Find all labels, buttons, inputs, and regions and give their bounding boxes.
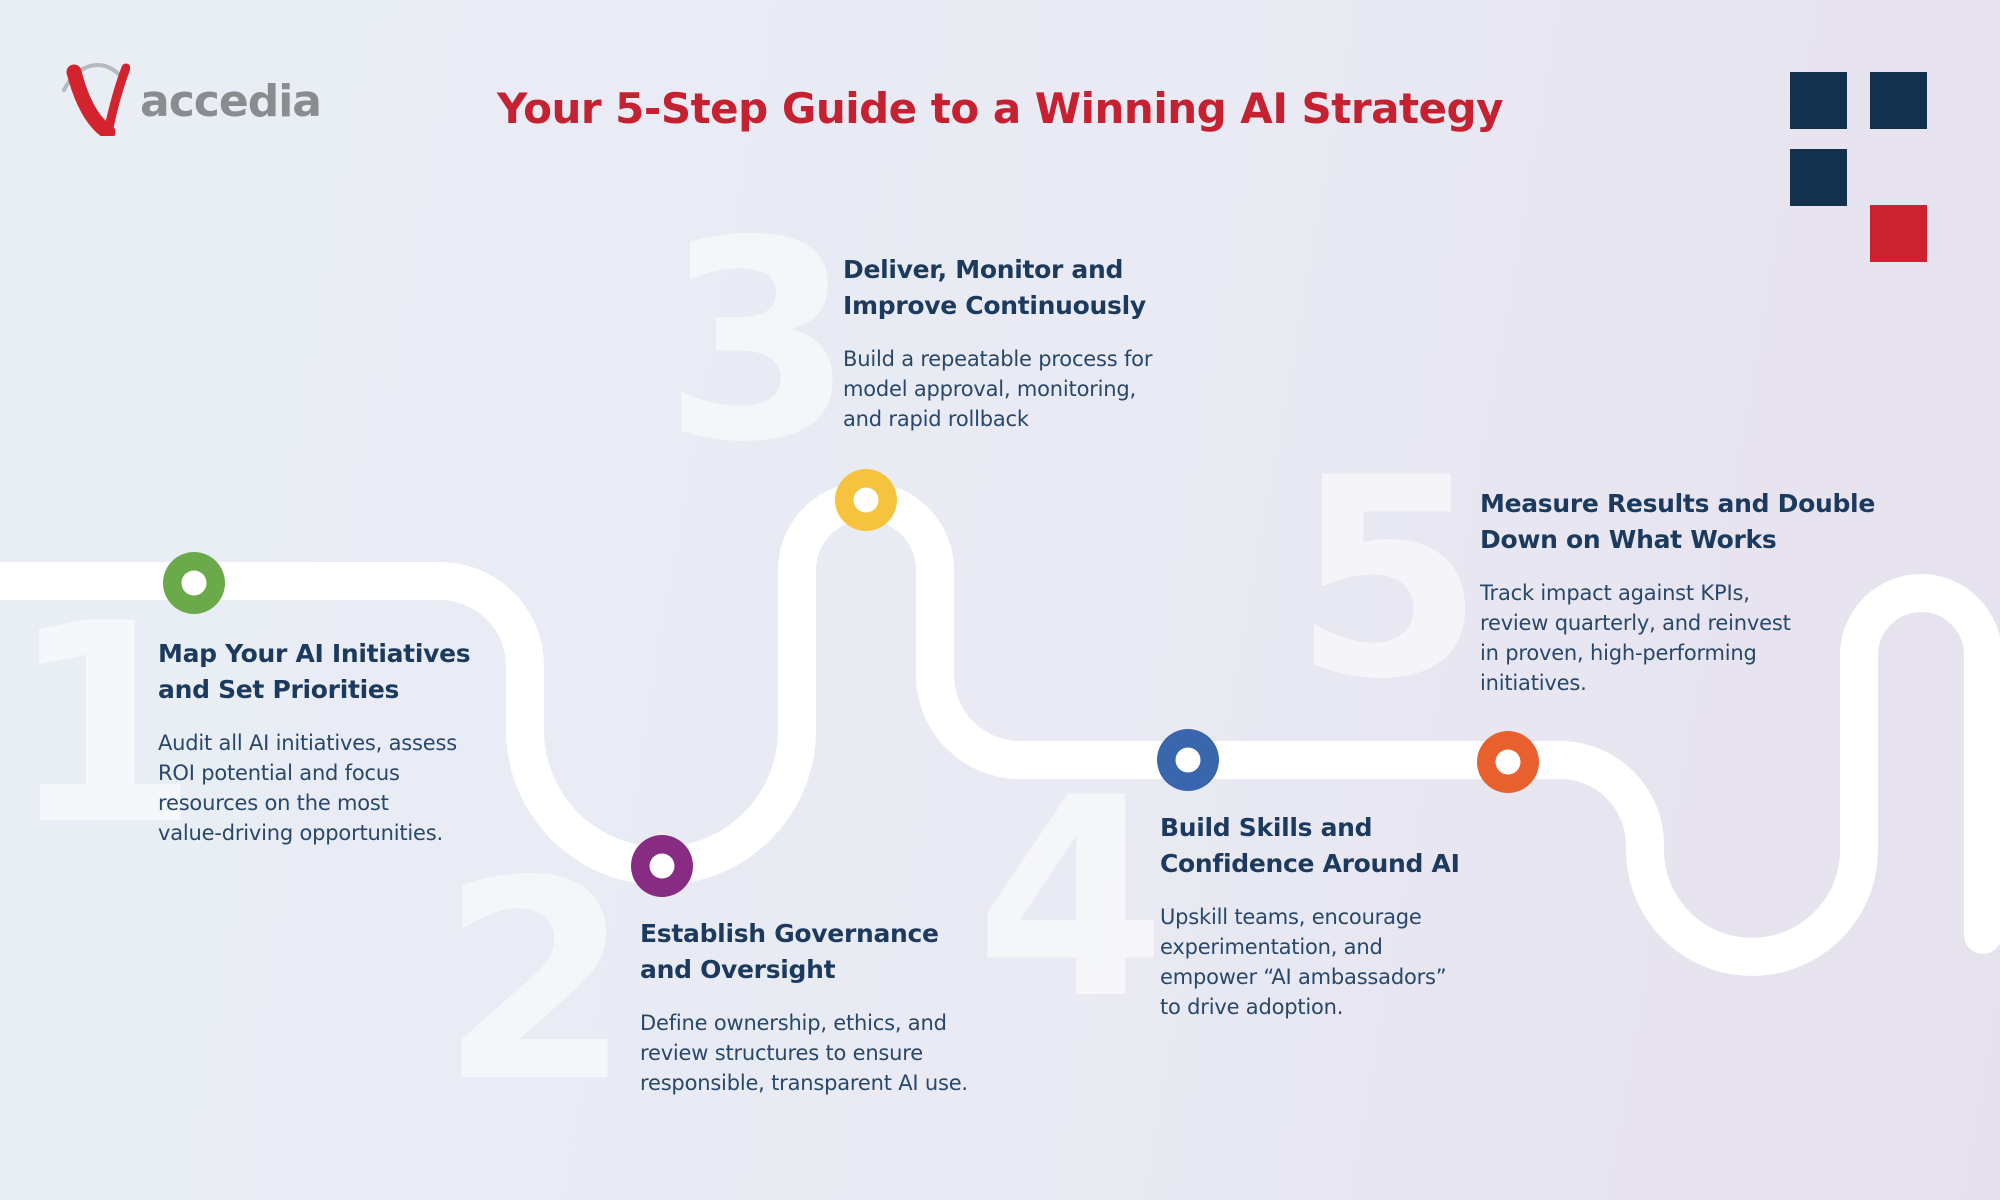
roadmap-path xyxy=(0,482,2000,976)
step-4-title: Build Skills and Confidence Around AI xyxy=(1160,813,1460,878)
step-2: Establish Governance and Oversight Defin… xyxy=(640,916,968,1098)
step-5-marker xyxy=(1477,731,1539,793)
page-title: Your 5-Step Guide to a Winning AI Strate… xyxy=(497,84,1503,133)
step-4-marker xyxy=(1157,729,1219,791)
step-1: Map Your AI Initiatives and Set Prioriti… xyxy=(158,636,471,848)
decor-square-navy-3 xyxy=(1790,149,1847,206)
watermark-number-3: 3 xyxy=(663,182,855,502)
step-5-description: Track impact against KPIs, review quarte… xyxy=(1480,581,1791,695)
step-4: Build Skills and Confidence Around AI Up… xyxy=(1160,810,1460,1022)
step-5-title: Measure Results and Double Down on What … xyxy=(1480,489,1875,554)
watermark-number-4: 4 xyxy=(975,739,1167,1059)
decor-square-red xyxy=(1870,205,1927,262)
step-4-description: Upskill teams, encourage experimentation… xyxy=(1160,905,1447,1019)
step-1-title: Map Your AI Initiatives and Set Prioriti… xyxy=(158,639,471,704)
watermark-number-1: 1 xyxy=(8,565,200,885)
step-2-description: Define ownership, ethics, and review str… xyxy=(640,1011,968,1095)
decor-square-navy-1 xyxy=(1790,72,1847,129)
step-3-marker xyxy=(835,469,897,531)
step-3: Deliver, Monitor and Improve Continuousl… xyxy=(843,252,1152,434)
accedia-logo: accedia xyxy=(58,52,322,136)
step-1-marker xyxy=(163,552,225,614)
accedia-checkmark-icon xyxy=(62,63,130,136)
step-5: Measure Results and Double Down on What … xyxy=(1480,486,1875,698)
decor-square-navy-2 xyxy=(1870,72,1927,129)
watermark-number-2: 2 xyxy=(440,822,632,1142)
step-2-title: Establish Governance and Oversight xyxy=(640,919,939,984)
step-3-description: Build a repeatable process for model app… xyxy=(843,347,1153,431)
step-3-title: Deliver, Monitor and Improve Continuousl… xyxy=(843,255,1146,320)
step-2-marker xyxy=(631,835,693,897)
accedia-logo-text: accedia xyxy=(140,75,322,127)
step-1-description: Audit all AI initiatives, assess ROI pot… xyxy=(158,731,457,845)
watermark-number-5: 5 xyxy=(1293,419,1485,739)
